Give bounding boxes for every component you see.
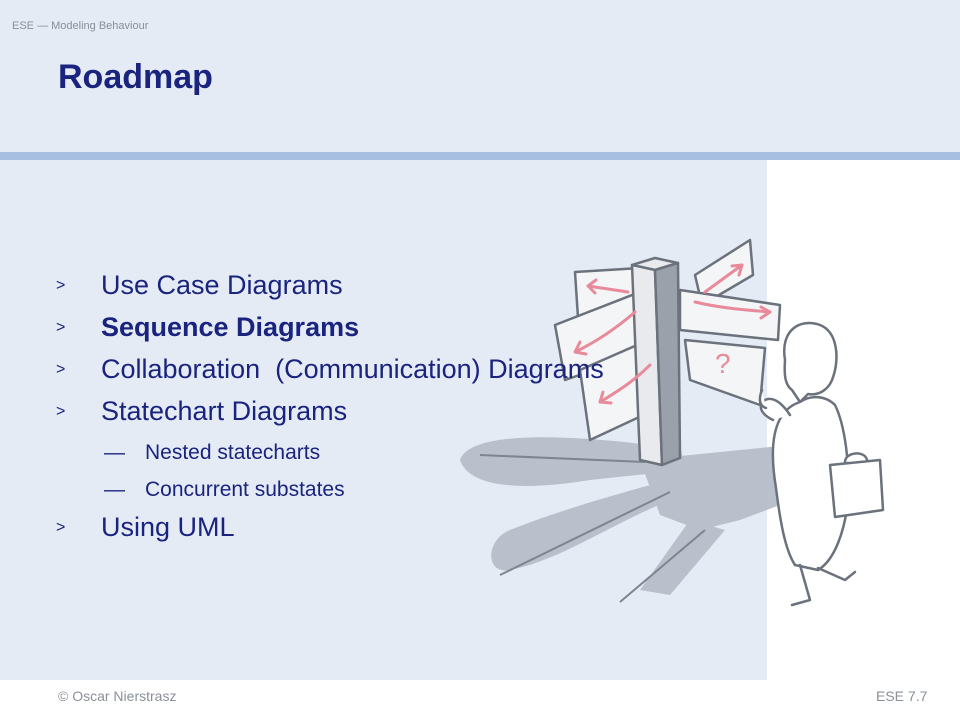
- bullet-statechart-diagrams: > Statechart Diagrams: [56, 392, 604, 434]
- sign-arrows: [573, 263, 772, 405]
- header-divider: [0, 152, 960, 160]
- subbullet-nested-statecharts: — Nested statecharts: [56, 434, 604, 471]
- thinking-man: [758, 321, 885, 607]
- subbullet-dash: —: [104, 478, 125, 501]
- subbullet-text: Nested statecharts: [145, 441, 321, 464]
- bullet-sequence-diagrams: > Sequence Diagrams: [56, 308, 604, 350]
- course-label: ESE — Modeling Behaviour: [12, 20, 149, 32]
- bullet-text: Collaboration (Communication) Diagrams: [101, 354, 604, 384]
- bullet-using-uml: > Using UML: [56, 508, 604, 550]
- bullet-text: Statechart Diagrams: [101, 396, 348, 426]
- road-lines: [479, 454, 706, 603]
- bullet-collaboration-diagrams: > Collaboration (Communication) Diagrams: [56, 350, 604, 392]
- bullet-marker: >: [56, 361, 66, 378]
- subbullet-concurrent-substates: — Concurrent substates: [56, 471, 604, 508]
- bullet-text: Sequence Diagrams: [101, 312, 360, 342]
- bullet-marker: >: [56, 519, 66, 536]
- footer-page-number: ESE 7.7: [876, 688, 928, 704]
- bullet-text: Using UML: [101, 512, 235, 542]
- signpost-illustration: ?: [460, 238, 885, 607]
- footer-copyright: © Oscar Nierstrasz: [58, 688, 177, 704]
- header-band: [0, 0, 960, 152]
- bullet-text: Use Case Diagrams: [101, 270, 343, 300]
- signpost-pole: [630, 256, 682, 467]
- slide-title: Roadmap: [58, 58, 213, 96]
- subbullet-text: Concurrent substates: [145, 478, 345, 501]
- bullet-marker: >: [56, 277, 66, 294]
- subbullet-dash: —: [104, 441, 125, 464]
- bullet-use-case-diagrams: > Use Case Diagrams: [56, 266, 604, 308]
- bullet-marker: >: [56, 403, 66, 420]
- question-mark: ?: [715, 348, 731, 379]
- bullet-list: > Use Case Diagrams > Sequence Diagrams …: [56, 266, 604, 550]
- bullet-marker: >: [56, 319, 66, 336]
